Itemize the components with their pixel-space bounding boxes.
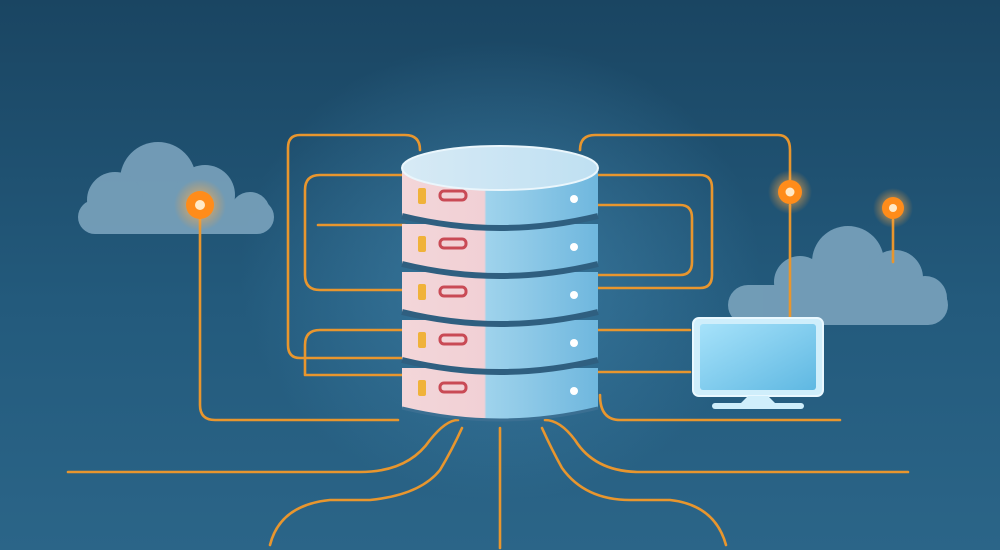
server-disk-4 (401, 320, 599, 375)
cloud-right (728, 226, 948, 325)
server-top (401, 145, 599, 191)
network-node-left (174, 179, 226, 231)
server-disk-2 (401, 224, 599, 279)
network-node-right (768, 170, 812, 214)
monitor-icon (692, 317, 824, 409)
wiring (66, 133, 910, 550)
network-node-far-right (873, 188, 913, 228)
server-disk-5 (401, 368, 599, 422)
server-disk-3 (401, 272, 599, 327)
database-server (401, 145, 599, 422)
